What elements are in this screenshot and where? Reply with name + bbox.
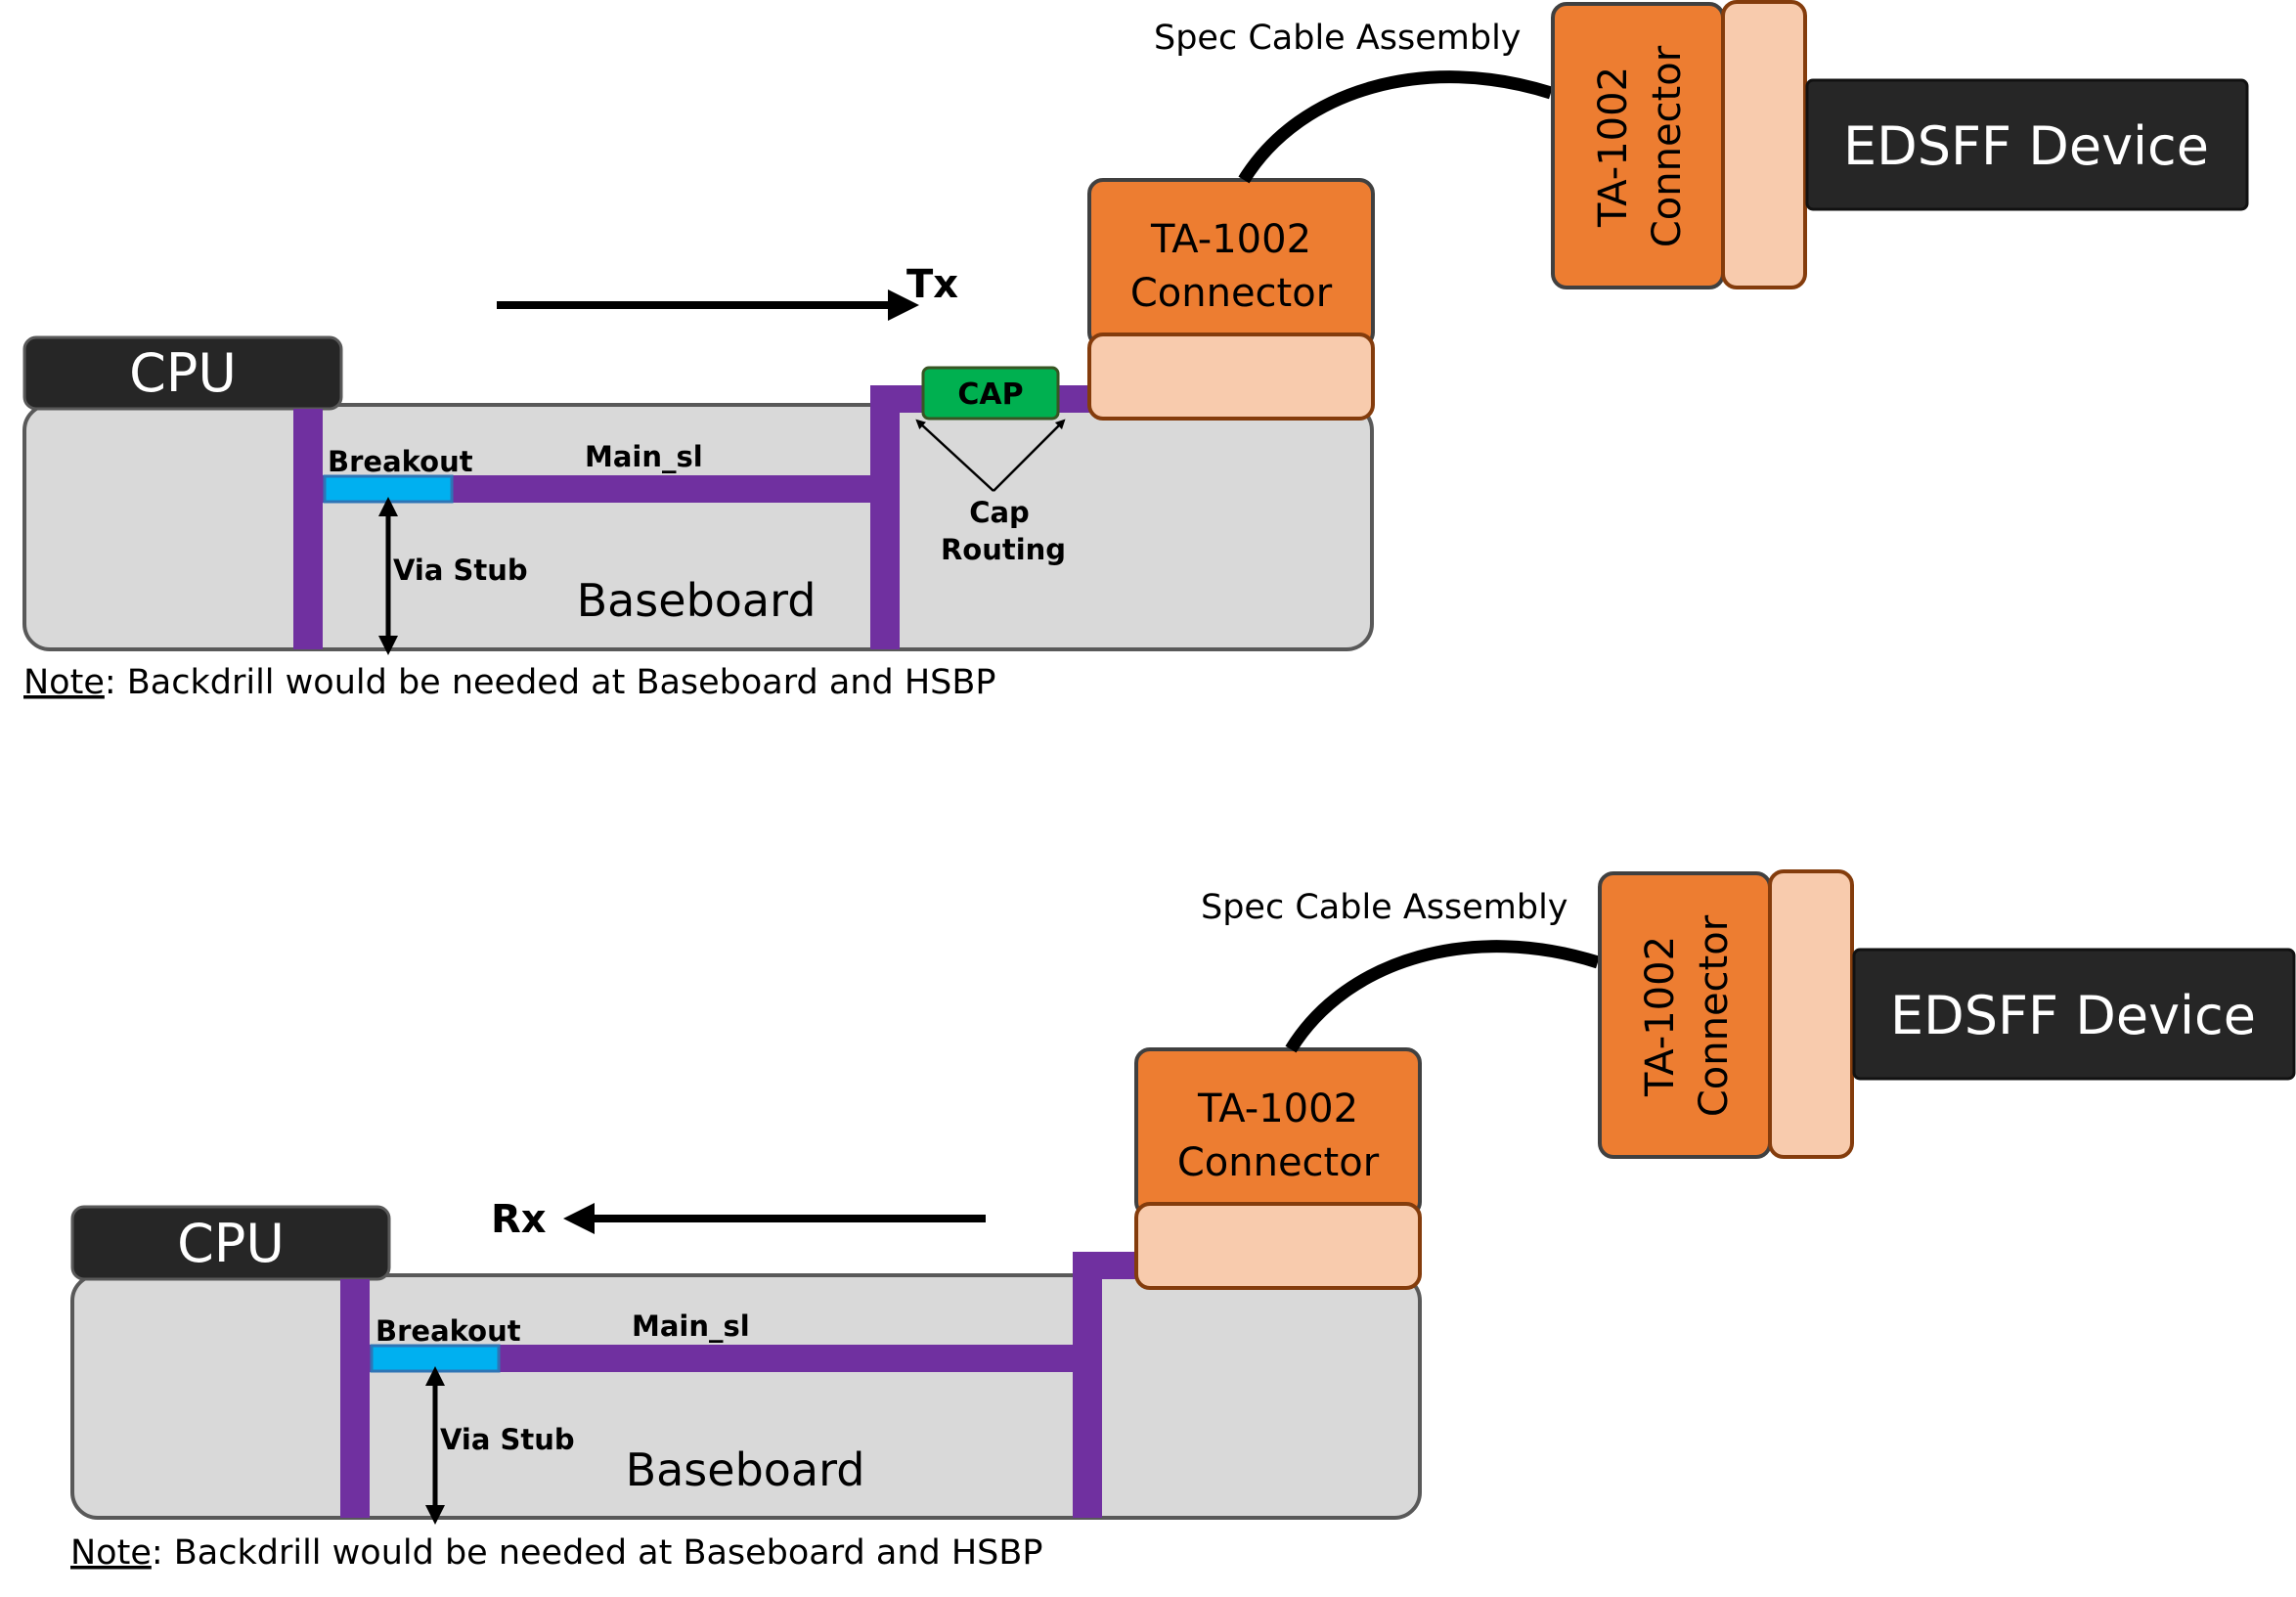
tx-breakout-label: Breakout	[328, 445, 473, 478]
tx-diagram: CPU Breakout Main_sl Via Stub Baseboard …	[22, 0, 2249, 702]
rx-note-underlined: Note	[70, 1533, 152, 1573]
rx-cpu-box	[70, 1205, 391, 1281]
tx-cable-label: Spec Cable Assembly	[1154, 19, 1522, 58]
rx-remote-connector	[1598, 871, 1772, 1159]
tx-cap	[921, 366, 1060, 421]
rx-baseboard-label: Baseboard	[626, 1443, 865, 1496]
tx-cap-routing-arrow-right	[993, 419, 1066, 492]
rx-remote-connector-label-1: TA-1002	[1638, 936, 1683, 1097]
rx-connector	[1134, 1047, 1422, 1218]
tx-baseboard	[22, 403, 1374, 651]
rx-connector-base	[1134, 1202, 1422, 1290]
rx-connector-label-1: TA-1002	[1197, 1087, 1358, 1131]
rx-cable-label: Spec Cable Assembly	[1201, 888, 1568, 927]
tx-cap-routing-arrow-left	[915, 419, 994, 492]
tx-cap-label: CAP	[957, 377, 1023, 412]
tx-cap-routing-label-2: Routing	[941, 533, 1066, 566]
rx-breakout	[370, 1344, 501, 1373]
rx-connector-label-2: Connector	[1177, 1140, 1380, 1185]
tx-remote-connector-label-1: TA-1002	[1591, 67, 1636, 228]
tx-remote-connector-base	[1721, 0, 1807, 289]
tx-cpu-box	[22, 335, 343, 411]
tx-main-label: Main_sl	[585, 440, 703, 473]
tx-cable	[1238, 70, 1553, 184]
tx-cpu-via	[293, 409, 323, 649]
rx-via-stub-label: Via Stub	[440, 1423, 575, 1456]
tx-baseboard-label: Baseboard	[577, 574, 817, 627]
rx-direction-label: Rx	[491, 1197, 547, 1242]
tx-breakout	[323, 474, 454, 504]
tx-remote-connector	[1551, 2, 1725, 289]
rx-remote-connector-base	[1768, 869, 1854, 1159]
rx-main-label: Main_sl	[632, 1309, 750, 1343]
rx-cpu-label: CPU	[177, 1213, 285, 1274]
tx-cap-routing-label-1: Cap	[969, 496, 1030, 529]
rx-diagram: CPU Breakout Main_sl Via Stub Baseboard …	[70, 869, 2296, 1573]
rx-top-trace	[1073, 1252, 1139, 1279]
rx-breakout-label: Breakout	[375, 1314, 521, 1348]
rx-note-text: : Backdrill would be needed at Baseboard…	[152, 1533, 1043, 1573]
tx-cpu-label: CPU	[129, 342, 237, 404]
tx-note-underlined: Note	[23, 663, 105, 702]
tx-note-text: : Backdrill would be needed at Baseboard…	[105, 663, 996, 702]
rx-connector-via	[1073, 1252, 1102, 1518]
tx-connector-base	[1087, 333, 1375, 421]
rx-remote-connector-label-2: Connector	[1692, 914, 1737, 1117]
rx-edsff-device	[1852, 948, 2296, 1081]
tx-edsff-device	[1805, 78, 2249, 211]
tx-connector-label-1: TA-1002	[1150, 217, 1311, 262]
rx-cable	[1285, 940, 1600, 1053]
tx-connector-label-2: Connector	[1130, 271, 1333, 316]
rx-cpu-via	[340, 1279, 370, 1518]
tx-edsff-device-label: EDSFF Device	[1843, 115, 2209, 177]
tx-direction-label: Tx	[906, 262, 958, 307]
tx-remote-connector-label-2: Connector	[1645, 45, 1690, 247]
rx-edsff-device-label: EDSFF Device	[1890, 985, 2256, 1046]
rx-note: Note: Backdrill would be needed at Baseb…	[70, 1533, 1043, 1573]
tx-connector-via	[870, 385, 900, 649]
tx-note: Note: Backdrill would be needed at Baseb…	[23, 663, 996, 702]
tx-via-stub-label: Via Stub	[393, 554, 528, 587]
tx-connector	[1087, 178, 1375, 348]
